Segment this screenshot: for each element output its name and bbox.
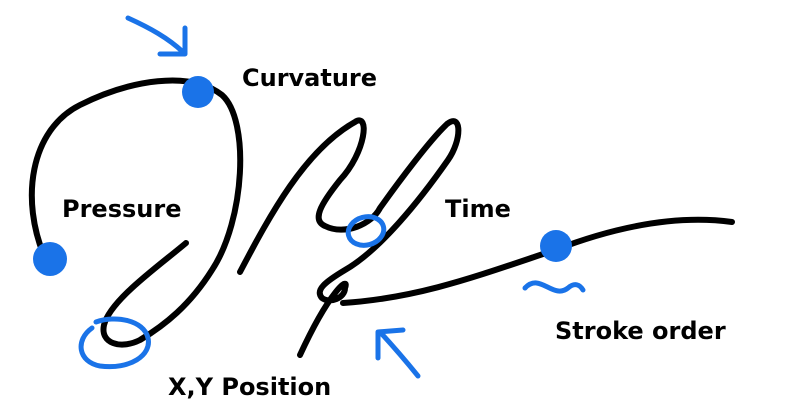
stroke-order-dot <box>540 230 572 262</box>
arrow-icon-curvature <box>125 15 188 57</box>
tilde-mark <box>522 280 586 294</box>
pressure-dot <box>33 242 67 276</box>
stroke-order-label: Stroke order <box>555 317 726 345</box>
curvature-dot <box>182 76 214 108</box>
time-highlight-circle <box>345 214 387 248</box>
time-label: Time <box>445 195 511 223</box>
arrow-icon-xy <box>375 327 421 379</box>
xy-highlight-circle <box>78 316 151 370</box>
xy-position-label: X,Y Position <box>168 373 332 401</box>
curvature-label: Curvature <box>242 64 378 92</box>
pressure-label: Pressure <box>62 195 182 223</box>
